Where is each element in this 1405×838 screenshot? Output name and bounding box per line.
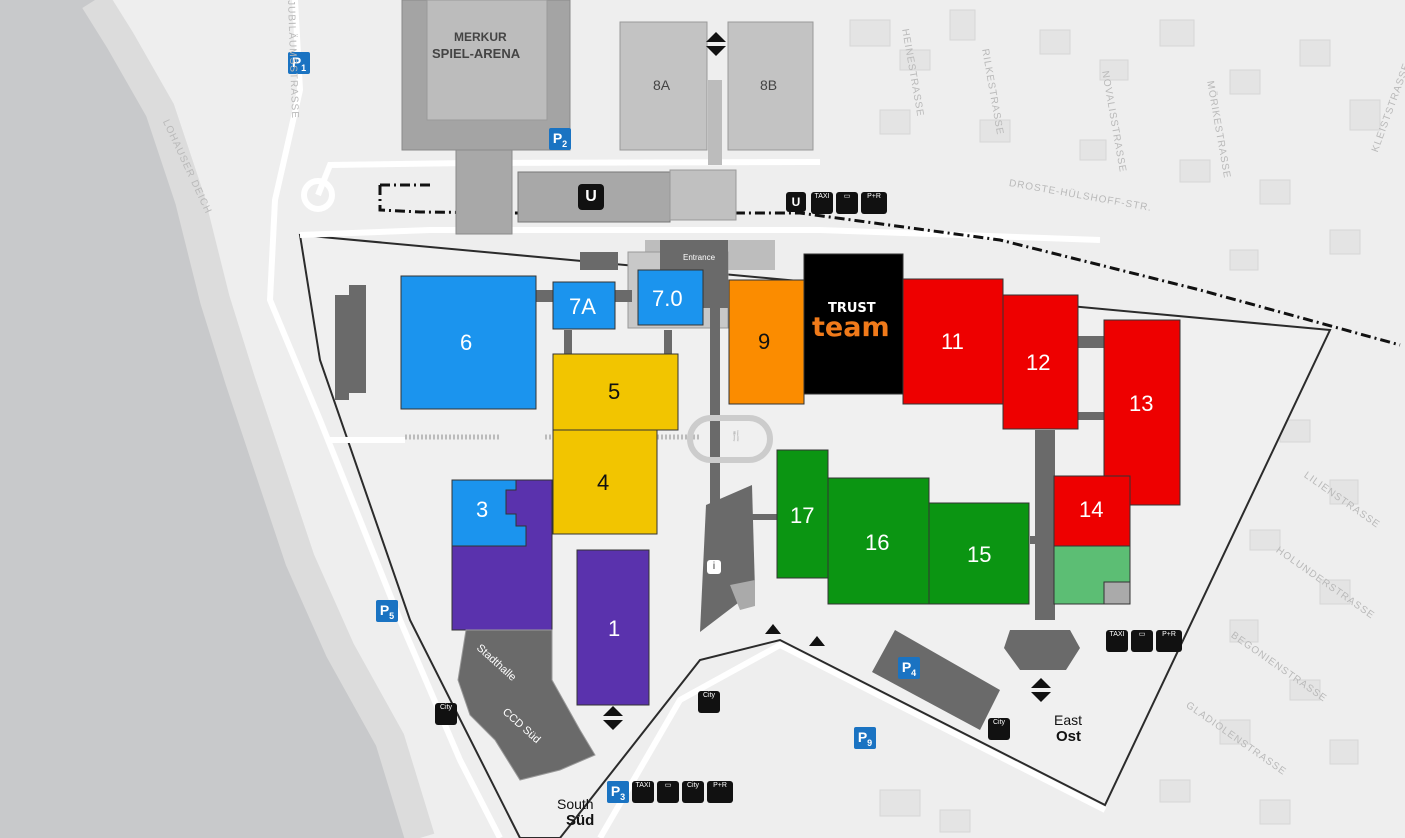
city-bus-icon-1: City (698, 691, 720, 713)
residential-area (849, 9, 1381, 833)
park-ride-icon-east: P+R (1156, 630, 1182, 652)
hall-15-shape (928, 502, 1030, 605)
hall-6-label[interactable]: 6 (460, 330, 473, 355)
hall-11-shape (902, 278, 1004, 405)
bus-icon: ▭ (836, 192, 858, 214)
city-bus-icon-3: City (988, 718, 1010, 740)
entrance-arrows (603, 32, 1051, 730)
trust-team-logo-team: team (812, 312, 890, 343)
walkways (536, 290, 1104, 620)
city-bus-icon-2: City (435, 703, 457, 725)
hall-17-label[interactable]: 17 (790, 503, 815, 528)
hall-8a-building (619, 21, 708, 151)
parking-p2-pin[interactable]: P2 (549, 128, 571, 150)
river-bank (82, 0, 435, 838)
restaurant-icon: 🍴 (730, 431, 743, 442)
south-entrance-de: Süd (566, 812, 595, 829)
hall-17-shape (776, 449, 829, 579)
hall-4-label[interactable]: 4 (597, 470, 610, 495)
hall-15-label[interactable]: 15 (967, 542, 992, 567)
east-entrance-building (1004, 630, 1080, 670)
trust-team-logo-trust: TRUST (828, 301, 876, 316)
stadthalle-building (457, 629, 596, 781)
bus-icon-east: ▭ (1131, 630, 1153, 652)
city-bus-icon-south: City (682, 781, 704, 803)
info-icon: i (707, 560, 721, 574)
hall-5-shape (552, 353, 679, 431)
hall-9-label[interactable]: 9 (758, 329, 771, 354)
trust-team-hall (803, 253, 904, 395)
park-ride-icon-south: P+R (707, 781, 733, 803)
park-ride-icon: P+R (861, 192, 887, 214)
roundabout (301, 178, 335, 212)
parking-p5-pin[interactable]: P5 (376, 600, 398, 622)
taxi-icon-east: TAXI (1106, 630, 1128, 652)
arena-label-line2: SPIEL-ARENA (432, 46, 521, 61)
bus-icon-south: ▭ (657, 781, 679, 803)
hall-14-label[interactable]: 14 (1079, 497, 1104, 522)
metro-u-icon: U (578, 184, 604, 210)
hall-3-label[interactable]: 3 (476, 497, 489, 522)
hall-6-shape (400, 275, 537, 410)
hall-70-label[interactable]: 7.0 (652, 286, 683, 311)
parking-p1-pin[interactable]: P1 (288, 52, 310, 74)
parking-garage-p4 (872, 630, 1000, 730)
hall-1-shape (576, 549, 650, 706)
hall-16-label[interactable]: 16 (865, 530, 890, 555)
east-entrance-de: Ost (1056, 728, 1082, 745)
hall-1-label[interactable]: 1 (608, 616, 621, 641)
parking-p9-pin[interactable]: P9 (854, 727, 876, 749)
taxi-icon-south: TAXI (632, 781, 654, 803)
parking-p3-pin[interactable]: P3 (607, 781, 629, 803)
hall-8a-label[interactable]: 8A (653, 77, 671, 93)
hall-13-label[interactable]: 13 (1129, 391, 1154, 416)
parking-p4-pin[interactable]: P4 (898, 657, 920, 679)
hall-7a-label[interactable]: 7A (569, 294, 596, 319)
hall-9-shape (728, 279, 805, 405)
hall-8b-label[interactable]: 8B (760, 77, 778, 93)
taxi-icon: TAXI (811, 192, 833, 214)
hall-12-shape (1002, 294, 1079, 430)
hall-4-shape (552, 429, 658, 535)
metro-u-icon-east: U (786, 192, 806, 212)
hall-12-label[interactable]: 12 (1026, 350, 1051, 375)
hall-11-label[interactable]: 11 (941, 329, 964, 354)
tunnel-bar-left (335, 295, 349, 400)
hall-8b-building (727, 21, 814, 151)
hall-7a-shape (552, 281, 616, 330)
hall-14-shape (1053, 475, 1131, 547)
hall-5-label[interactable]: 5 (608, 379, 621, 404)
entrance-label: Entrance (683, 253, 716, 262)
east-entrance-en: East (1054, 712, 1083, 728)
hall-70-shape (637, 269, 704, 326)
south-entrance-en: South (557, 796, 594, 812)
hall-13-shape (1103, 319, 1181, 506)
arena-label-line1: MERKUR (454, 30, 507, 44)
